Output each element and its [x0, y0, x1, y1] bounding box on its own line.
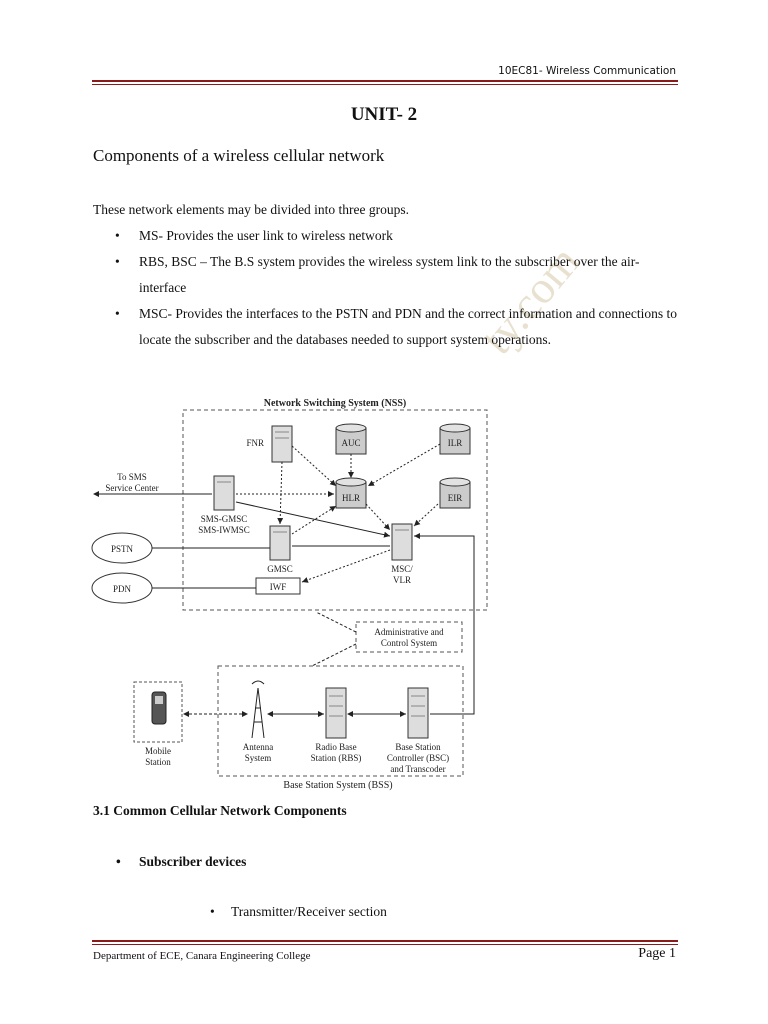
footer-rule-thin [92, 944, 678, 945]
sms-center-label-1: To SMS [117, 472, 147, 482]
bullet-item-msc: MSC- Provides the interfaces to the PSTN… [93, 301, 678, 353]
pdn-cloud: PDN [91, 572, 153, 604]
header-course-code: 10EC81- Wireless Communication [498, 65, 676, 77]
hlr-database: HLR [335, 477, 367, 509]
bsc-label-3: and Transcoder [390, 764, 445, 774]
bullet-item-ms: MS- Provides the user link to wireless n… [93, 223, 678, 249]
mobile-box [133, 681, 183, 743]
sms-msc-link [235, 501, 391, 538]
admin-label-1: Administrative and [374, 627, 444, 637]
admin-label-2: Control System [381, 638, 437, 648]
bss-label: Base Station System (BSS) [283, 780, 392, 791]
admin-nss-link [315, 611, 357, 633]
admin-box [355, 621, 463, 653]
unit-title: UNIT- 2 [350, 104, 418, 125]
footer-rule-thick [92, 940, 678, 942]
sms-center-label-2: Service Center [105, 483, 158, 493]
bullet-item-bss: RBS, BSC – The B.S system provides the w… [93, 249, 678, 301]
auc-label: AUC [341, 438, 360, 448]
eir-database: EIR [439, 477, 471, 509]
rbs-label-1: Radio Base [315, 742, 356, 752]
transmitter-receiver-label: Transmitter/Receiver section [231, 904, 387, 919]
mobile-phone-icon [151, 691, 167, 725]
subsection-heading: 3.1 Common Cellular Network Components [93, 803, 347, 818]
rbs-cabinet-icon [325, 687, 347, 739]
pdn-label: PDN [113, 584, 132, 594]
auc-database: AUC [335, 423, 367, 455]
intro-text: These network elements may be divided in… [93, 202, 410, 217]
mobile-label-1: Mobile [145, 746, 171, 756]
rbs-label-2: Station (RBS) [311, 753, 362, 763]
ilr-database: ILR [439, 423, 471, 455]
bss-boundary [217, 665, 464, 777]
ilr-label: ILR [448, 438, 463, 448]
iwf-label: IWF [270, 582, 287, 592]
fnr-label: FNR [246, 438, 264, 448]
mobile-label-2: Station [145, 757, 171, 767]
admin-bss-link [311, 643, 357, 667]
bsc-msc-link [414, 533, 475, 715]
antenna-label-2: System [245, 753, 272, 763]
page-number: Page 1 [638, 946, 676, 961]
section-heading: Components of a wireless cellular networ… [93, 146, 385, 165]
hlr-label: HLR [342, 493, 360, 503]
gmsc-label: GMSC [267, 564, 293, 574]
bsc-cabinet-icon [407, 687, 429, 739]
antenna-label-1: Antenna [243, 742, 274, 752]
antenna-tower-icon [251, 680, 265, 739]
bsc-label-1: Base Station [395, 742, 441, 752]
sms-gmsc-label-2: SMS-IWMSC [198, 525, 250, 535]
bsc-label-2: Controller (BSC) [387, 753, 449, 763]
sms-gmsc-server: SMS-GMSC SMS-IWMSC [198, 475, 250, 535]
network-diagram: Network Switching System (NSS) FNR AUC I… [91, 398, 488, 791]
pstn-cloud: PSTN [91, 532, 153, 564]
gmsc-server: GMSC [267, 525, 293, 574]
msc-label-1: MSC/ [391, 564, 413, 574]
msc-label-2: VLR [393, 575, 411, 585]
msc-vlr-server: MSC/ VLR [391, 523, 413, 585]
eir-label: EIR [448, 493, 463, 503]
bullet-list: MS- Provides the user link to wireless n… [93, 223, 678, 353]
fnr-server: FNR [246, 425, 293, 463]
iwf-box [255, 577, 301, 595]
nss-label: Network Switching System (NSS) [264, 398, 407, 409]
pstn-label: PSTN [111, 544, 134, 554]
footer-department: Department of ECE, Canara Engineering Co… [93, 950, 311, 962]
nss-signal-links [236, 443, 441, 583]
sms-gmsc-label-1: SMS-GMSC [201, 514, 248, 524]
header-rule-thick [92, 80, 678, 82]
subscriber-devices-label: Subscriber devices [139, 854, 247, 869]
header-rule-thin [92, 84, 678, 85]
